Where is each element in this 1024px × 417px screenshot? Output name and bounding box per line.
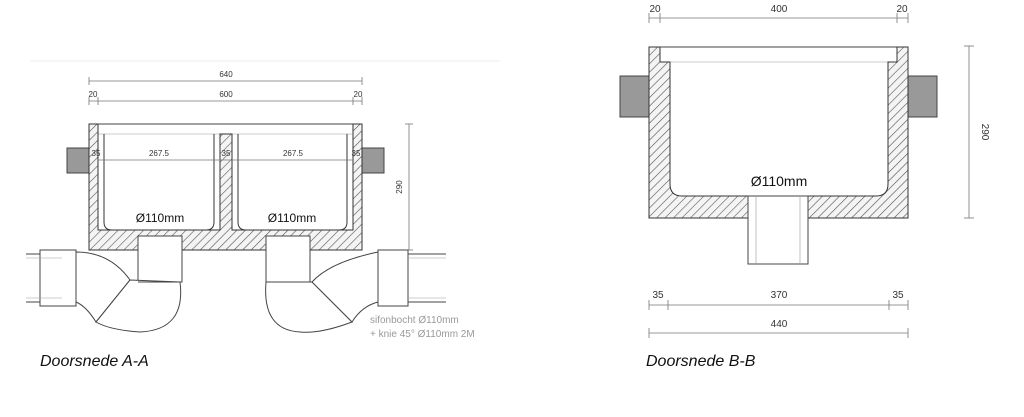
dim-b-top-inner: 400 [771, 4, 788, 15]
dim-wall-left: 20 [89, 90, 98, 99]
dim-inner-width: 600 [219, 90, 233, 99]
dim-bottom-b: 35 370 35 440 [648, 290, 909, 338]
dim-wall-right: 20 [354, 90, 363, 99]
dim-height-b: 290 [964, 45, 990, 219]
dim-height-a: 290 [395, 123, 413, 251]
dim-b-overall: 440 [771, 319, 788, 330]
siphon-left [26, 249, 182, 333]
gully-body-a [88, 123, 363, 251]
dim-640: 640 [88, 70, 363, 85]
pipe-label-left: Ø110mm [136, 211, 184, 225]
note-line-1: sifonbocht Ø110mm [370, 315, 459, 326]
side-pipe-right [361, 147, 385, 174]
dim-overall-width: 640 [219, 70, 233, 79]
caption-a: Doorsnede A-A [40, 353, 149, 370]
gully-body-b [648, 46, 909, 219]
pipe-label-right: Ø110mm [268, 211, 316, 225]
outlet-pipe-b [747, 195, 809, 265]
dim-b-height: 290 [979, 124, 990, 141]
dim-compartment-left: 267.5 [149, 149, 170, 158]
dim-compartment-right: 267.5 [283, 149, 304, 158]
dim-600: 20 600 20 [89, 90, 363, 105]
section-b: 20 400 20 290 Ø110mm [619, 4, 990, 370]
section-a: 640 20 600 20 290 [26, 60, 500, 370]
dim-middle: 35 [222, 149, 231, 158]
pipe-label-b: Ø110mm [751, 173, 808, 189]
side-pipe-left [66, 147, 90, 174]
dim-b-bottom-right: 35 [892, 290, 904, 301]
side-pipe-b-right [907, 75, 938, 118]
dim-side-left: 35 [92, 149, 101, 158]
dim-b-top-right: 20 [896, 4, 908, 15]
dim-height: 290 [395, 180, 404, 194]
note-line-2: + knie 45° Ø110mm 2M [370, 329, 475, 340]
dim-b-bottom-inner: 370 [771, 290, 788, 301]
dim-top-b: 20 400 20 [648, 4, 909, 23]
dim-b-top-left: 20 [649, 4, 661, 15]
caption-b: Doorsnede B-B [646, 353, 756, 370]
siphon-right [265, 249, 446, 333]
dim-side-right: 35 [352, 149, 361, 158]
outlet-pipe-left [137, 235, 183, 283]
side-pipe-b-left [619, 75, 650, 118]
dim-b-bottom-left: 35 [652, 290, 664, 301]
dim-inner-row: 35 267.5 35 267.5 35 [92, 149, 361, 161]
outlet-pipe-right [265, 235, 311, 283]
